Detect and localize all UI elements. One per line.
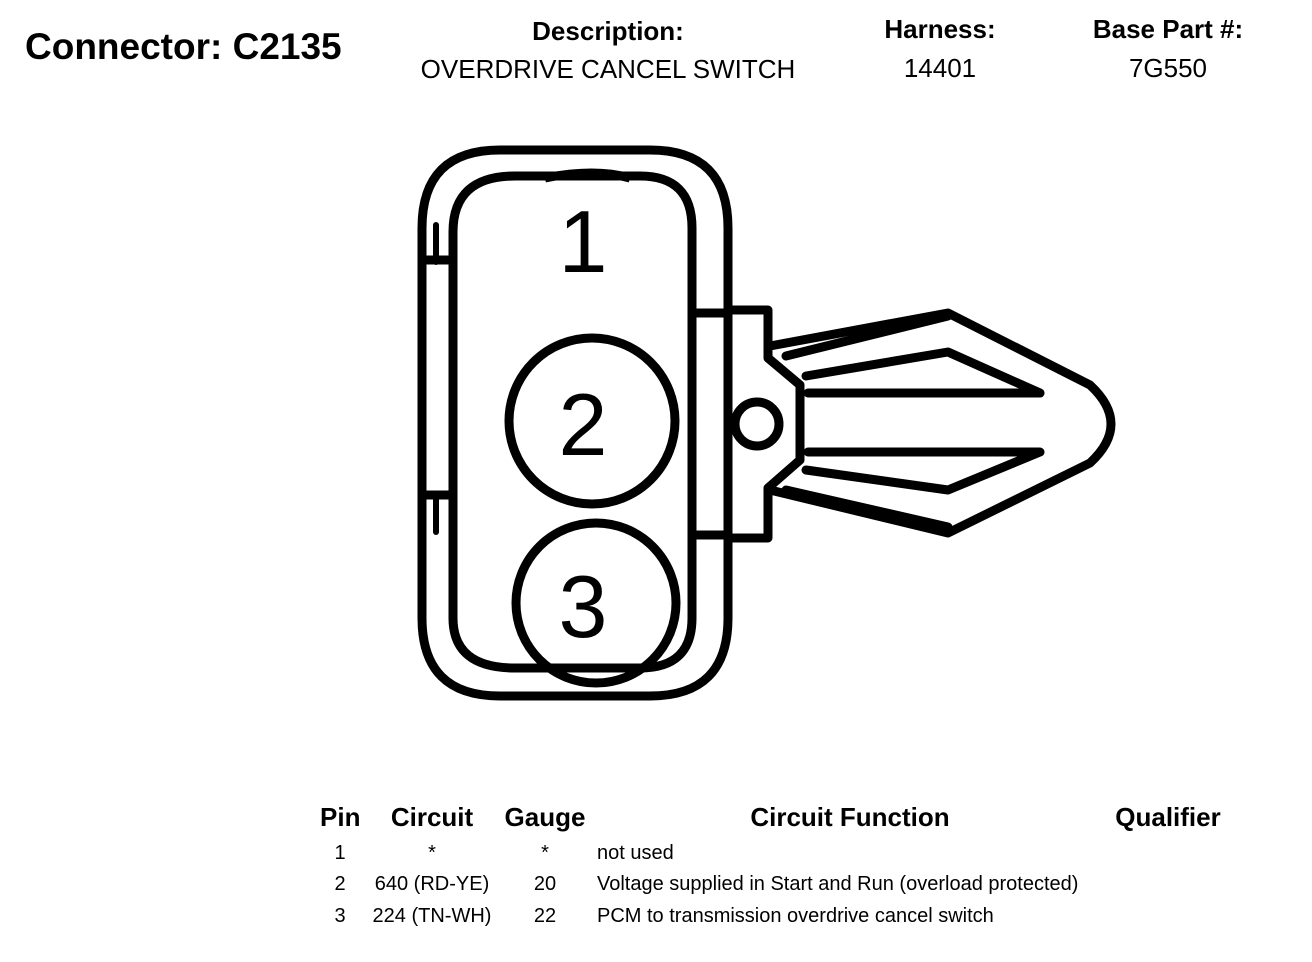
description-value: OVERDRIVE CANCEL SWITCH: [420, 54, 796, 84]
description-label: Description:: [532, 16, 684, 46]
latch-ring: [730, 397, 784, 451]
table-header-pin: Pin: [320, 802, 361, 832]
table-row-function: PCM to transmission overdrive cancel swi…: [597, 905, 994, 927]
base-part-label: Base Part #:: [1092, 14, 1244, 44]
pin-3-circle: [511, 518, 681, 688]
table-row-circuit: 224 (TN-WH): [372, 905, 492, 927]
latch-base: [723, 305, 805, 543]
connector-outer-shell: [417, 145, 733, 701]
connector-inner-cavity: [448, 171, 697, 673]
latch-rib-lower: [781, 485, 953, 532]
table-header-qualifier: Qualifier: [1115, 802, 1221, 832]
harness-label: Harness:: [884, 14, 996, 44]
table-row-gauge: 22: [533, 905, 557, 927]
table-header-circuit: Circuit: [390, 802, 474, 832]
base-part-value: 7G550: [1128, 53, 1208, 83]
connector-title: Connector: C2135: [25, 26, 342, 67]
table-row-gauge: 20: [533, 873, 557, 895]
table-row-pin: 3: [334, 905, 346, 927]
table-row-pin: 1: [334, 842, 346, 864]
table-header-gauge: Gauge: [504, 802, 586, 832]
latch-rib-upper: [781, 311, 953, 361]
harness-value: 14401: [903, 53, 977, 83]
table-header-function: Circuit Function: [750, 802, 950, 832]
table-row-circuit: *: [428, 842, 436, 864]
table-row-gauge: *: [541, 842, 549, 864]
table-row-function: Voltage supplied in Start and Run (overl…: [597, 873, 1079, 895]
pin-2-label: 2: [559, 375, 608, 474]
table-row-pin: 2: [334, 873, 346, 895]
latch-arrow-outline: [765, 308, 1116, 538]
pin-2-circle: [504, 333, 680, 509]
latch-rib-mid-upper: [801, 347, 1045, 398]
table-row-function: not used: [597, 842, 674, 864]
pin-3-label: 3: [559, 557, 608, 656]
pin-1-cap: [544, 168, 632, 183]
latch-rib-mid-lower: [801, 447, 1045, 495]
table-row-circuit: 640 (RD-YE): [374, 873, 490, 895]
pin-1-label: 1: [559, 192, 608, 291]
